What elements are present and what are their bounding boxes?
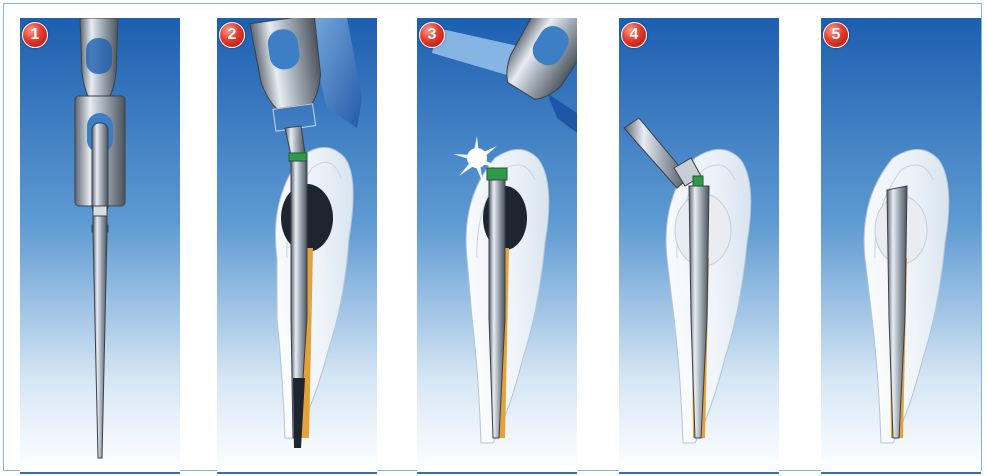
step-panel-2: 2	[217, 18, 377, 474]
step-number-badge: 4	[621, 22, 647, 48]
step-number-badge: 3	[419, 22, 445, 48]
step-number-badge: 5	[823, 22, 849, 48]
step-number-badge: 1	[22, 22, 48, 48]
step-number-badge: 2	[219, 22, 245, 48]
step-panel-1: 1	[20, 18, 180, 474]
step-panel-5: 5	[821, 18, 981, 474]
illustration-frame: 1 2	[3, 3, 982, 471]
step-panel-3: 3	[417, 18, 577, 474]
step-panel-4: 4	[619, 18, 779, 474]
